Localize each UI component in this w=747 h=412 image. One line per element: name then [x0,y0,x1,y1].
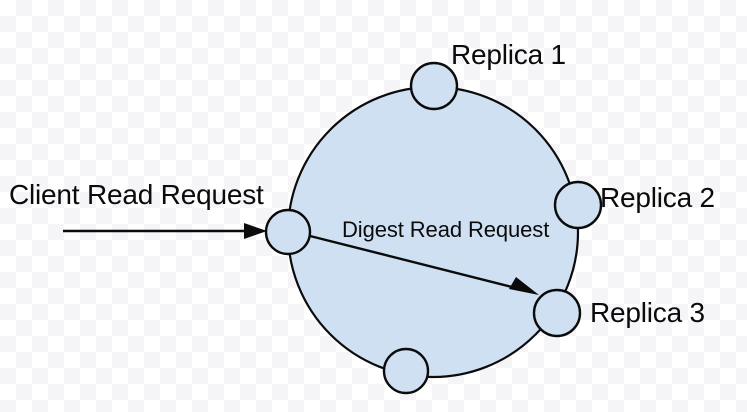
node-replica-bottom[interactable] [382,347,430,395]
label-digest-read-request: Digest Read Request [342,217,550,242]
node-coordinator[interactable] [264,208,312,256]
digest-read-request-arrow [309,234,539,295]
label-replica-3: Replica 3 [590,297,705,328]
label-replica-1: Replica 1 [451,39,566,70]
node-replica-2[interactable] [553,180,603,230]
digest-read-request-line [309,234,529,293]
client-read-request-arrowhead [244,223,267,239]
label-replica-2: Replica 2 [600,182,715,213]
node-replica-3[interactable] [532,288,582,338]
client-read-request-arrow [63,223,267,239]
label-client-read-request: Client Read Request [9,179,264,210]
node-replica-1[interactable] [409,61,459,111]
digest-read-request-arrowhead [509,277,539,295]
